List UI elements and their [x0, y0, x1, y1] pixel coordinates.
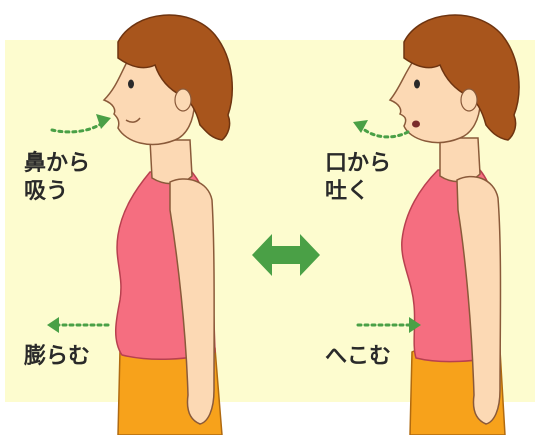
- right-mouth: [412, 121, 420, 128]
- left-eye: [128, 80, 134, 89]
- right-neck: [440, 138, 480, 182]
- exhale-label: 口から 吐く: [325, 150, 391, 206]
- inhale-label: 鼻から 吸う: [24, 150, 90, 206]
- right-ear: [461, 89, 477, 111]
- contract-label: へこむ: [325, 343, 391, 371]
- expand-label: 膨らむ: [24, 343, 90, 371]
- left-neck: [150, 140, 192, 184]
- left-ear: [175, 89, 191, 111]
- right-eye: [414, 80, 420, 89]
- left-figure: [104, 15, 232, 435]
